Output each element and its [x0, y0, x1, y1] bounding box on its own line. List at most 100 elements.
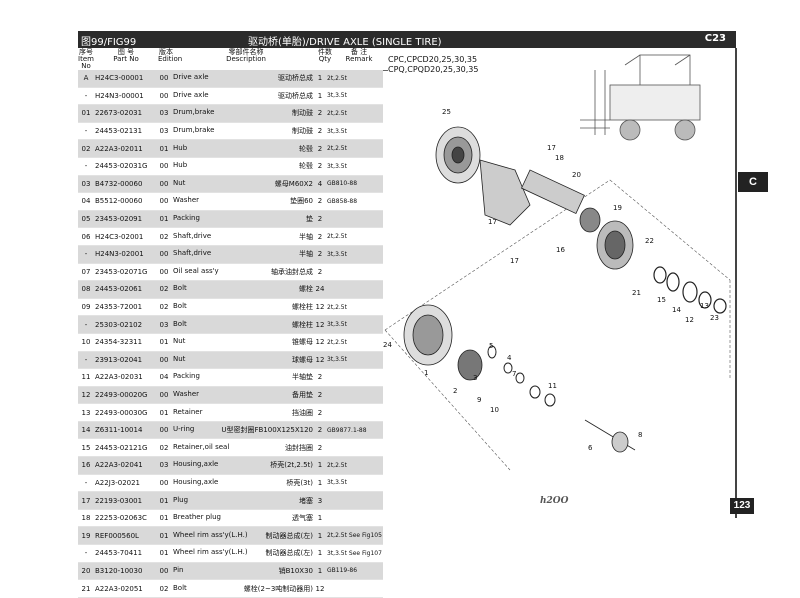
cell-description: Wheel rim ass'y(L.H.)制动器总成(左) — [172, 544, 314, 563]
callout-8: 8 — [638, 431, 642, 439]
cell-remark: 2t,2.5t — [326, 298, 383, 317]
cell-qty: 2 — [314, 421, 326, 440]
description-en: Pin — [173, 565, 184, 574]
description-cn: 垫 — [306, 215, 313, 224]
model-line-1: CPC,CPCD20,25,30,35 — [388, 55, 478, 64]
cell-item-no: 13 — [78, 403, 94, 422]
cell-qty: 2 — [314, 122, 326, 141]
description-cn: 轮毂 — [299, 144, 313, 153]
description-en: Hub — [173, 161, 188, 170]
cell-part-no: A22A3-02041 — [94, 456, 156, 475]
cell-part-no: H24N3-02001 — [94, 245, 156, 264]
cell-item-no: 20 — [78, 562, 94, 581]
cell-part-no: A22A3-02011 — [94, 139, 156, 158]
description-cn: 半轴 — [299, 250, 313, 259]
header-item-no: 序号 Item No — [78, 49, 94, 70]
description-cn: 制动器总成(左) — [265, 531, 313, 540]
description-en: Drum,brake — [173, 126, 215, 135]
description-cn: 油封挡圈 — [285, 443, 313, 452]
cell-part-no: B3120-10030 — [94, 562, 156, 581]
cell-edition: 00 — [156, 386, 172, 405]
callout-14: 14 — [672, 306, 681, 314]
cell-remark — [326, 403, 383, 422]
callout-25: 25 — [442, 108, 451, 116]
cell-edition: 00 — [156, 351, 172, 370]
cell-qty: 2 — [314, 192, 326, 211]
description-en: Washer — [173, 389, 200, 398]
description-en: Wheel rim ass'y(L.H.) — [173, 530, 248, 539]
cell-part-no: 22493-00020G — [94, 386, 156, 405]
callout-13: 13 — [700, 302, 709, 310]
cell-qty: 2 — [314, 245, 326, 264]
cell-edition: 01 — [156, 509, 172, 528]
callout-12: 12 — [685, 316, 694, 324]
cell-remark: GB119-86 — [326, 562, 383, 581]
cell-qty: 1 — [314, 474, 326, 493]
header-edition-en: Edition — [158, 55, 183, 63]
cell-item-no: - — [78, 474, 94, 493]
callout-16: 16 — [556, 246, 565, 254]
cell-qty: 2 — [314, 104, 326, 123]
cell-edition: 04 — [156, 368, 172, 387]
cell-qty: 1 — [314, 509, 326, 528]
callout-1: 1 — [424, 369, 428, 377]
cell-description: Housing,axle 桥壳(3t) — [172, 474, 314, 493]
callout-9: 9 — [477, 396, 481, 404]
description-en: Drum,brake — [173, 108, 215, 117]
cell-edition: 00 — [156, 421, 172, 440]
cell-edition: 00 — [156, 175, 172, 194]
cell-item-no: 02 — [78, 139, 94, 158]
callout-5: 5 — [489, 342, 493, 350]
cell-remark: GB810-88 — [326, 175, 383, 194]
cell-edition: 02 — [156, 579, 172, 598]
cell-item-no: 09 — [78, 298, 94, 317]
cell-qty: 12 — [314, 315, 326, 334]
callout-15: 15 — [657, 296, 666, 304]
cell-part-no: A22J3-02021 — [94, 474, 156, 493]
cell-part-no: 24354-32311 — [94, 333, 156, 352]
header-remark: 备 注 Remark — [334, 49, 384, 63]
description-cn: 球螺母 — [292, 355, 313, 364]
callout-7: 7 — [512, 370, 516, 378]
cell-qty: 24 — [314, 280, 326, 299]
cell-edition: 01 — [156, 210, 172, 229]
cell-remark: 3t,3.5t — [326, 122, 383, 141]
cell-item-no: 08 — [78, 280, 94, 299]
description-cn: 轴承油封总成 — [271, 267, 313, 276]
description-en: Wheel rim ass'y(L.H.) — [173, 548, 248, 557]
small-parts — [487, 345, 556, 407]
cell-item-no: - — [78, 122, 94, 141]
cell-item-no: 11 — [78, 368, 94, 387]
page-number: 123 — [730, 498, 754, 514]
cell-part-no: 23913-02041 — [94, 351, 156, 370]
header-description-en: Description — [226, 55, 266, 63]
description-en: Housing,axle — [173, 477, 219, 486]
cell-qty: 2 — [314, 368, 326, 387]
cell-edition: 03 — [156, 122, 172, 141]
description-en: Bolt — [173, 583, 187, 592]
description-cn: 桥壳(3t) — [286, 478, 313, 487]
cell-remark — [326, 280, 383, 299]
description-en: Nut — [173, 178, 186, 187]
